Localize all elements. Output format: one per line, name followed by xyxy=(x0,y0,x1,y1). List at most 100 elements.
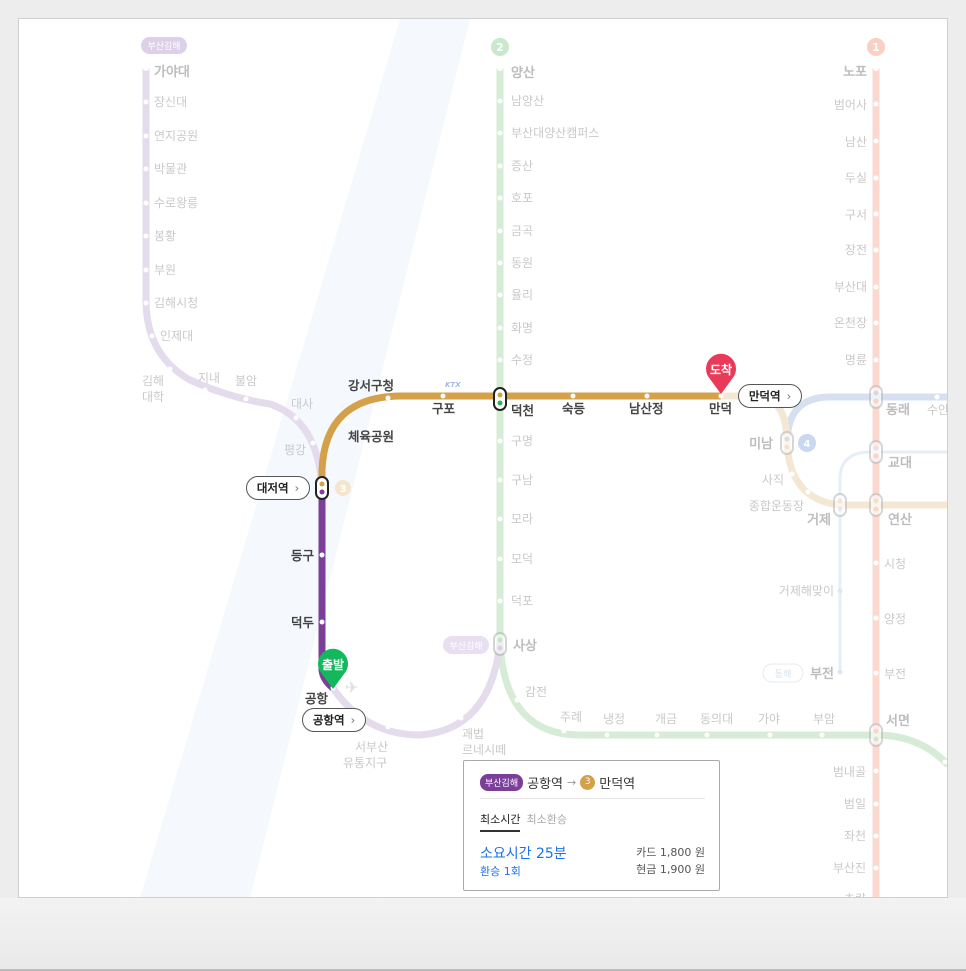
svg-text:연지공원: 연지공원 xyxy=(154,129,198,143)
svg-text:증산: 증산 xyxy=(511,159,533,173)
station-deunggu: 등구 xyxy=(291,548,315,563)
svg-text:동원: 동원 xyxy=(511,256,533,270)
svg-text:금곡: 금곡 xyxy=(511,224,533,238)
start-marker[interactable]: 출발 xyxy=(317,648,349,690)
donghae-line-badge xyxy=(762,663,804,683)
line-3-badge xyxy=(335,480,351,496)
svg-text:율리: 율리 xyxy=(511,288,533,302)
svg-text:호포: 호포 xyxy=(511,191,533,205)
svg-text:종합운동장: 종합운동장 xyxy=(749,499,804,513)
line-2-track xyxy=(496,68,947,768)
svg-text:동래: 동래 xyxy=(886,403,910,418)
svg-text:주례: 주례 xyxy=(560,710,582,724)
svg-text:남산: 남산 xyxy=(845,135,867,149)
svg-text:범일: 범일 xyxy=(844,797,866,811)
svg-text:봉황: 봉황 xyxy=(154,229,176,243)
svg-text:모라: 모라 xyxy=(511,512,533,526)
line-3-badge-label: 3 xyxy=(340,484,347,495)
svg-text:구남: 구남 xyxy=(511,473,533,487)
transfer-station-dongnae[interactable] xyxy=(869,385,883,409)
svg-text:거제: 거제 xyxy=(807,513,831,528)
transfer-station-daejeo[interactable] xyxy=(315,476,329,500)
subway-map-frame xyxy=(18,18,948,898)
route-header: 부산김해 공항역 → 3 만덕역 xyxy=(480,773,635,792)
travel-duration: 소요시간 25분 xyxy=(480,846,567,862)
svg-text:부전: 부전 xyxy=(810,666,834,682)
svg-text:모덕: 모덕 xyxy=(511,552,533,566)
arrive-marker-label: 도착 xyxy=(709,363,733,377)
transfer-count: 환승 1회 xyxy=(480,865,521,878)
svg-text:거제해맞이: 거제해맞이 xyxy=(779,584,834,598)
background-band xyxy=(140,19,470,897)
line-1-badge-label: 1 xyxy=(872,41,880,54)
svg-text:부산대: 부산대 xyxy=(834,280,867,294)
line-2-badge-label: 2 xyxy=(496,41,504,54)
svg-text:범어사: 범어사 xyxy=(834,98,867,112)
daejeo-station-button[interactable]: 대저역 › xyxy=(246,476,310,500)
svg-text:평강: 평강 xyxy=(284,443,306,457)
svg-text:서면: 서면 xyxy=(886,713,910,729)
svg-text:불암: 불암 xyxy=(235,374,257,388)
station-sports-park: 체육공원 xyxy=(348,429,394,444)
svg-text:박물관: 박물관 xyxy=(154,162,187,176)
svg-text:부산진: 부산진 xyxy=(833,861,866,875)
mandeok-station-button-label: 만덕역 xyxy=(748,389,781,403)
daejeo-station-button-label: 대저역 xyxy=(256,481,289,495)
line-1-badge xyxy=(867,38,885,56)
svg-text:미남: 미남 xyxy=(749,436,773,452)
svg-text:대사: 대사 xyxy=(291,397,313,411)
svg-text:명륜: 명륜 xyxy=(845,353,867,367)
svg-text:교대: 교대 xyxy=(888,456,912,471)
svg-text:시청: 시청 xyxy=(884,557,906,571)
gimhae-line-track-north xyxy=(142,68,326,489)
arrive-marker[interactable]: 도착 xyxy=(705,353,737,395)
gimhae-line-badge-label: 부산김해 xyxy=(147,40,180,52)
tab-shortest-time[interactable]: 최소시간 xyxy=(480,811,521,832)
transfer-station-minam[interactable] xyxy=(780,431,794,455)
transfer-station-sasang[interactable] xyxy=(493,632,507,656)
tab-fewest-transfers[interactable]: 최소환승 xyxy=(526,813,567,826)
transfer-station-geoje[interactable] xyxy=(833,493,847,517)
svg-text:김해: 김해 xyxy=(142,374,164,388)
transfer-station-yeonsan[interactable] xyxy=(869,493,883,517)
svg-text:범내골: 범내골 xyxy=(833,765,866,779)
svg-text:부암: 부암 xyxy=(813,712,835,726)
from-station: 공항역 xyxy=(527,777,564,792)
svg-text:수정: 수정 xyxy=(511,353,533,367)
gimhae-line-labels: 가야대 장신대 연지공원 박물관 수로왕릉 봉황 부원 김해시청 인제대 김해 … xyxy=(142,64,506,770)
svg-text:수안: 수안 xyxy=(927,403,949,417)
gimhae-badge-sasang-label: 부산김해 xyxy=(449,640,482,652)
transfer-station-seomyeon[interactable] xyxy=(869,723,883,747)
start-marker-label: 출발 xyxy=(321,658,345,672)
svg-text:감전: 감전 xyxy=(525,685,547,699)
svg-text:괘법: 괘법 xyxy=(462,727,484,741)
svg-text:장전: 장전 xyxy=(845,243,867,257)
svg-text:부원: 부원 xyxy=(154,263,176,277)
svg-text:수로왕릉: 수로왕릉 xyxy=(154,196,198,210)
chevron-right-icon: › xyxy=(350,713,356,727)
donghae-line-badge-label: 동해 xyxy=(775,669,792,680)
arrow-right-icon: → xyxy=(567,776,577,789)
svg-text:가야대: 가야대 xyxy=(154,64,190,80)
svg-text:초량: 초량 xyxy=(844,892,866,906)
station-airport: 공항 xyxy=(305,691,329,706)
line-2-labels: 양산 남양산 부산대양산캠퍼스 증산 호포 금곡 동원 율리 화명 수정 구명 … xyxy=(511,65,910,729)
transfer-station-gyodae[interactable] xyxy=(869,440,883,464)
svg-text:서부산: 서부산 xyxy=(355,740,388,754)
airport-station-button[interactable]: 공항역› xyxy=(302,708,366,732)
transfer-station-deokcheon[interactable] xyxy=(493,387,507,411)
svg-text:남양산: 남양산 xyxy=(511,94,544,108)
station-deokdu: 덕두 xyxy=(291,615,315,630)
gimhae-line-badge: 부산김해 xyxy=(480,774,524,791)
svg-text:양산: 양산 xyxy=(511,65,535,81)
station-deokcheon: 덕천 xyxy=(511,403,534,418)
gimhae-line-badge xyxy=(141,37,187,54)
svg-text:김해시청: 김해시청 xyxy=(154,296,198,310)
fare-cash: 현금 1,900 원 xyxy=(636,863,705,876)
svg-text:구명: 구명 xyxy=(511,434,533,448)
route-summary-card[interactable]: 부산김해 공항역 → 3 만덕역 최소시간 최소환승 소요시간 25분 환승 1… xyxy=(463,760,720,891)
map-pin-icon xyxy=(318,648,348,689)
mandeok-station-button[interactable]: 만덕역› xyxy=(738,384,802,408)
chevron-right-icon: › xyxy=(294,481,300,495)
